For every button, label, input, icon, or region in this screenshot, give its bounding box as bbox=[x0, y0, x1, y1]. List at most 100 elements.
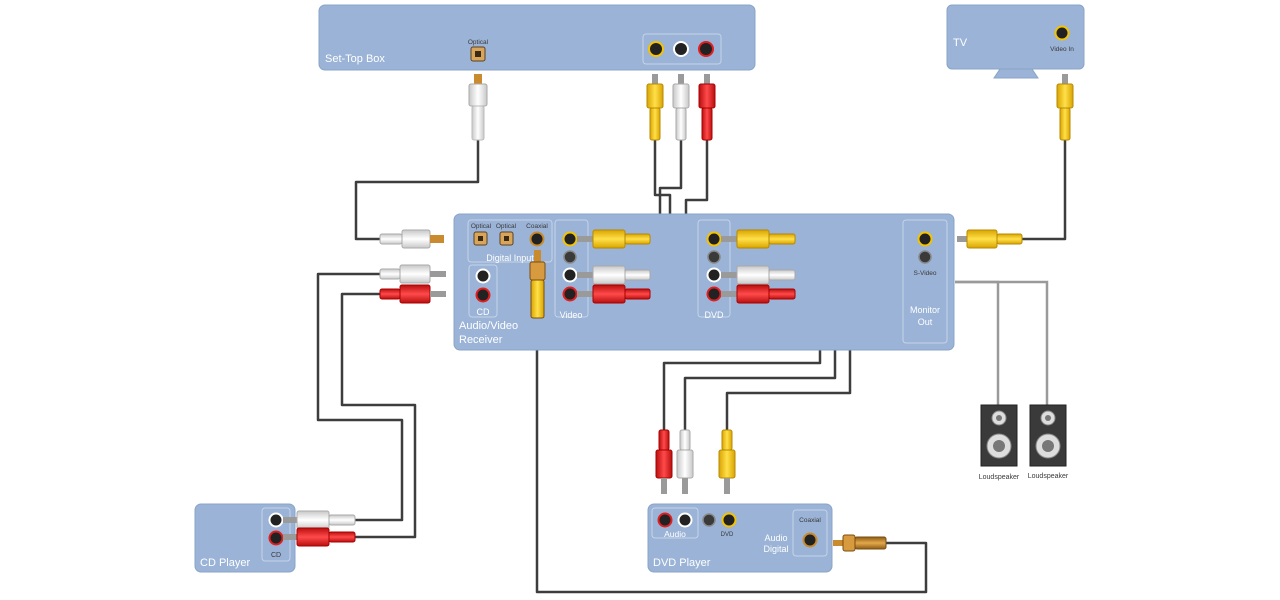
settop-av-group bbox=[642, 33, 722, 65]
plug-boot bbox=[624, 288, 651, 300]
plug-body bbox=[1056, 83, 1074, 109]
receiver-monitor-yellow-jack[interactable] bbox=[917, 231, 933, 247]
receiver-dvd-white-plug[interactable] bbox=[721, 265, 796, 285]
settop-white-plug[interactable] bbox=[672, 74, 690, 141]
loudspeaker-right-label: Loudspeaker bbox=[1028, 473, 1069, 480]
receiver-video-white-plug[interactable] bbox=[577, 265, 651, 285]
dvd-player: DVD Player Audio DVD Audio Digital Coaxi… bbox=[647, 503, 833, 573]
receiver-optical1-port-inner bbox=[478, 236, 483, 241]
receiver-optical2-label: Optical bbox=[496, 223, 517, 230]
plug-body bbox=[966, 229, 998, 249]
plug-body bbox=[646, 83, 664, 109]
plug-tip bbox=[661, 478, 667, 494]
cd-player-white-jack[interactable] bbox=[268, 512, 284, 528]
tv-stand bbox=[993, 68, 1039, 79]
plug-tip bbox=[283, 517, 297, 523]
receiver-monitor-out-plug[interactable] bbox=[957, 229, 1023, 249]
loudspeaker-right-tweeter-center bbox=[1045, 415, 1051, 421]
receiver-digital-input-group bbox=[467, 219, 553, 263]
receiver-video-yellow-plug[interactable] bbox=[577, 229, 651, 249]
receiver-video-label: Video bbox=[560, 310, 583, 320]
dvd-player-audio-group bbox=[651, 507, 699, 539]
receiver-monitor-out-line1: Monitor bbox=[910, 305, 940, 315]
receiver-cd-white-jack[interactable] bbox=[475, 268, 491, 284]
wire-speaker-right bbox=[955, 280, 1049, 405]
receiver-dvd-red-jack[interactable] bbox=[706, 286, 722, 302]
receiver-svideo-label: S-Video bbox=[913, 270, 936, 277]
plug-tip bbox=[577, 236, 593, 242]
plug-body bbox=[399, 264, 431, 284]
tv: TV Video In bbox=[946, 4, 1085, 79]
plug-boot bbox=[624, 233, 651, 245]
plug-boot bbox=[658, 429, 670, 451]
dvd-player-yellow-plug[interactable] bbox=[718, 429, 736, 494]
dvd-player-audio-digital-line2: Digital bbox=[763, 544, 788, 554]
receiver-dvd-yellow-jack[interactable] bbox=[706, 231, 722, 247]
receiver-body bbox=[453, 213, 955, 351]
wire-tv-video bbox=[1022, 140, 1067, 241]
dvd-player-coaxial-jack[interactable] bbox=[802, 532, 818, 548]
receiver-video-yellow-jack[interactable] bbox=[562, 231, 578, 247]
settop-red-jack[interactable] bbox=[698, 41, 714, 57]
plug-boot bbox=[768, 269, 796, 281]
receiver-settop-optical-plug[interactable] bbox=[379, 229, 444, 249]
plug-body bbox=[592, 284, 626, 304]
settop-box-title: Set-Top Box bbox=[325, 53, 385, 65]
cd-player-red-plug[interactable] bbox=[283, 527, 356, 547]
plug-collar bbox=[842, 534, 856, 552]
receiver-cd-red-plug[interactable] bbox=[379, 284, 446, 304]
receiver-coaxial-jack[interactable] bbox=[529, 231, 545, 247]
plug-boot bbox=[768, 288, 796, 300]
dvd-player-red-jack[interactable] bbox=[657, 512, 673, 528]
cd-player-red-jack[interactable] bbox=[268, 530, 284, 546]
plug-boot bbox=[679, 429, 691, 451]
dvd-player-svideo-jack[interactable] bbox=[702, 513, 716, 527]
loudspeaker-left: Loudspeaker bbox=[979, 404, 1020, 481]
dvd-player-white-plug[interactable] bbox=[676, 429, 694, 494]
receiver-dvd-svideo-jack[interactable] bbox=[707, 250, 721, 264]
plug-boot bbox=[624, 269, 651, 281]
settop-box-body bbox=[318, 4, 756, 71]
plug-boot bbox=[1059, 107, 1071, 141]
receiver-dvd-yellow-plug[interactable] bbox=[721, 229, 796, 249]
settop-optical-plug[interactable] bbox=[468, 74, 488, 141]
dvd-player-coaxial-plug[interactable] bbox=[833, 534, 887, 552]
dvd-player-title: DVD Player bbox=[653, 557, 711, 569]
receiver-cd-label: CD bbox=[477, 307, 490, 317]
plug-boot bbox=[328, 514, 356, 526]
dvd-player-dvd-label: DVD bbox=[721, 532, 734, 538]
receiver-video-red-plug[interactable] bbox=[577, 284, 651, 304]
receiver-dvd-white-jack[interactable] bbox=[706, 267, 722, 283]
dvd-player-audio-label: Audio bbox=[664, 529, 686, 539]
cd-player-title: CD Player bbox=[200, 557, 250, 569]
dvd-player-red-plug[interactable] bbox=[655, 429, 673, 494]
receiver-video-white-jack[interactable] bbox=[562, 267, 578, 283]
receiver-video-svideo-jack[interactable] bbox=[563, 250, 577, 264]
plug-tip bbox=[577, 272, 593, 278]
dvd-player-white-jack[interactable] bbox=[677, 512, 693, 528]
receiver-title-line2: Receiver bbox=[459, 334, 503, 346]
receiver-cd-white-plug[interactable] bbox=[379, 264, 446, 284]
receiver-monitor-out-line2: Out bbox=[918, 317, 933, 327]
receiver-monitor-svideo-jack[interactable] bbox=[918, 250, 932, 264]
plug-body bbox=[399, 284, 431, 304]
receiver-cd-red-jack[interactable] bbox=[475, 287, 491, 303]
settop-white-jack[interactable] bbox=[673, 41, 689, 57]
plug-collar bbox=[529, 261, 546, 281]
cd-player-white-plug[interactable] bbox=[283, 510, 356, 530]
dvd-player-yellow-jack[interactable] bbox=[721, 512, 737, 528]
tv-yellow-plug[interactable] bbox=[1056, 74, 1074, 141]
receiver-video-red-jack[interactable] bbox=[562, 286, 578, 302]
receiver-dvd-red-plug[interactable] bbox=[721, 284, 796, 304]
tv-video-in-jack[interactable] bbox=[1054, 25, 1070, 41]
loudspeaker-right: Loudspeaker bbox=[1028, 404, 1069, 480]
settop-yellow-jack[interactable] bbox=[648, 41, 664, 57]
receiver-coaxial-plug[interactable] bbox=[529, 250, 546, 319]
settop-box: Set-Top Box Optical bbox=[318, 4, 756, 71]
settop-yellow-plug[interactable] bbox=[646, 74, 664, 141]
cd-player: CD Player CD bbox=[194, 503, 296, 573]
settop-red-plug[interactable] bbox=[698, 74, 716, 141]
plug-tip bbox=[283, 534, 297, 540]
plug-body bbox=[698, 83, 716, 109]
